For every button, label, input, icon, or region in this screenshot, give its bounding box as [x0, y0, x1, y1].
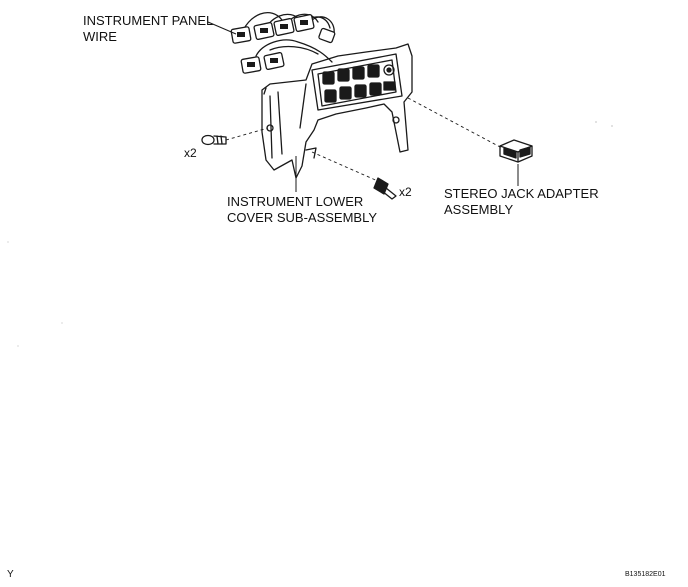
figure-code: B135182E01 — [625, 571, 666, 578]
leader-panel-wire — [207, 21, 237, 35]
install-line-stereo-jack — [407, 97, 503, 149]
screw-left — [201, 134, 227, 146]
label-instrument-panel-wire: INSTRUMENT PANEL WIRE — [83, 13, 214, 44]
install-line-right-screw — [311, 151, 381, 183]
orientation-mark: Y — [7, 569, 14, 580]
instrument-panel-wire — [230, 12, 336, 74]
label-stereo-jack-adapter: STEREO JACK ADAPTER ASSEMBLY — [444, 186, 599, 217]
quantity-label-left-screw: x2 — [184, 146, 197, 160]
install-line-left-screw — [225, 127, 269, 141]
instrument-lower-cover — [261, 43, 413, 179]
label-instrument-lower-cover: INSTRUMENT LOWER COVER SUB-ASSEMBLY — [227, 194, 378, 225]
screw-right — [373, 177, 397, 200]
stereo-jack-adapter — [499, 139, 533, 163]
quantity-label-right-screw: x2 — [399, 185, 412, 199]
